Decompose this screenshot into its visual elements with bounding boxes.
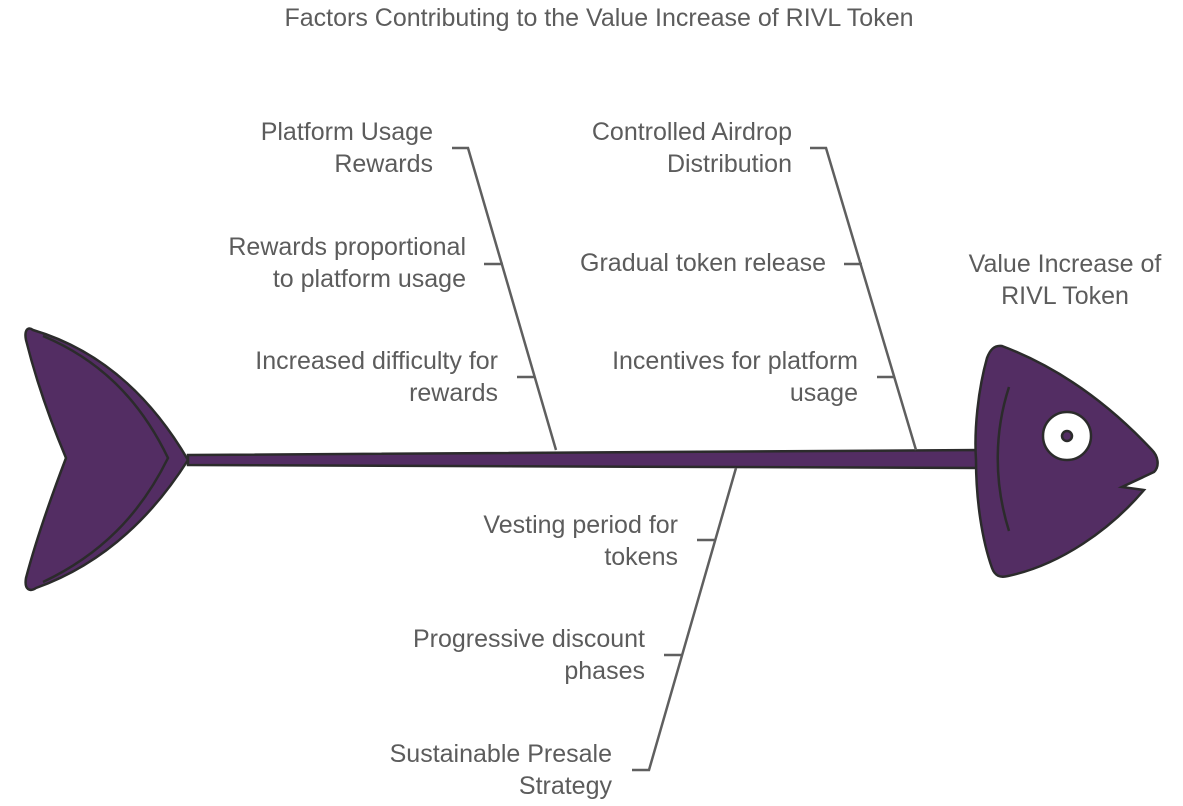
category-platform-usage-rewards: Platform Usage Rewards [261,116,433,180]
tail-inner-line [42,334,170,584]
cause-vesting-period: Vesting period for tokens [483,509,678,573]
cause-line-2: usage [789,379,858,407]
cause-gradual-release: Gradual token release [580,247,826,279]
cause-line-1: Gradual token release [580,249,826,277]
category-line-1: Platform Usage [260,118,433,146]
cause-incentives: Incentives for platform usage [612,345,858,409]
diagram-title: Factors Contributing to the Value Increa… [284,4,914,32]
fish-head [974,344,1159,578]
cause-line-1: Rewards proportional [228,233,466,261]
cause-line-1: Vesting period for [483,511,678,539]
category-line-2: Rewards [334,150,433,178]
bone-platform-usage-rewards [452,146,558,451]
bone-sustainable-presale [632,467,738,772]
bone-controlled-airdrop [810,146,918,451]
cause-line-1: Progressive discount [412,625,645,653]
cause-line-2: rewards [409,379,498,407]
cause-progressive-discount: Progressive discount phases [413,623,645,687]
cause-line-1: Incentives for platform [612,347,858,375]
pupil [1060,429,1074,443]
category-line-2: Distribution [666,150,792,178]
category-sustainable-presale: Sustainable Presale Strategy [390,738,612,802]
cause-line-2: to platform usage [272,265,466,293]
effect-label: Value Increase of RIVL Token [950,248,1180,312]
cause-increased-difficulty: Increased difficulty for rewards [255,345,498,409]
category-line-1: Sustainable Presale [389,740,612,768]
effect-line-2: RIVL Token [1001,282,1129,310]
category-line-1: Controlled Airdrop [591,118,792,146]
cause-rewards-proportional: Rewards proportional to platform usage [228,231,466,295]
gill-line [996,386,1011,532]
cause-line-2: phases [564,657,645,685]
cause-line-2: tokens [604,543,678,571]
category-line-2: Strategy [518,772,612,800]
fish-tail [24,327,190,592]
effect-line-1: Value Increase of [968,250,1162,278]
category-controlled-airdrop: Controlled Airdrop Distribution [592,116,792,180]
fish-spine [186,448,982,470]
cause-line-1: Increased difficulty for [255,347,498,375]
